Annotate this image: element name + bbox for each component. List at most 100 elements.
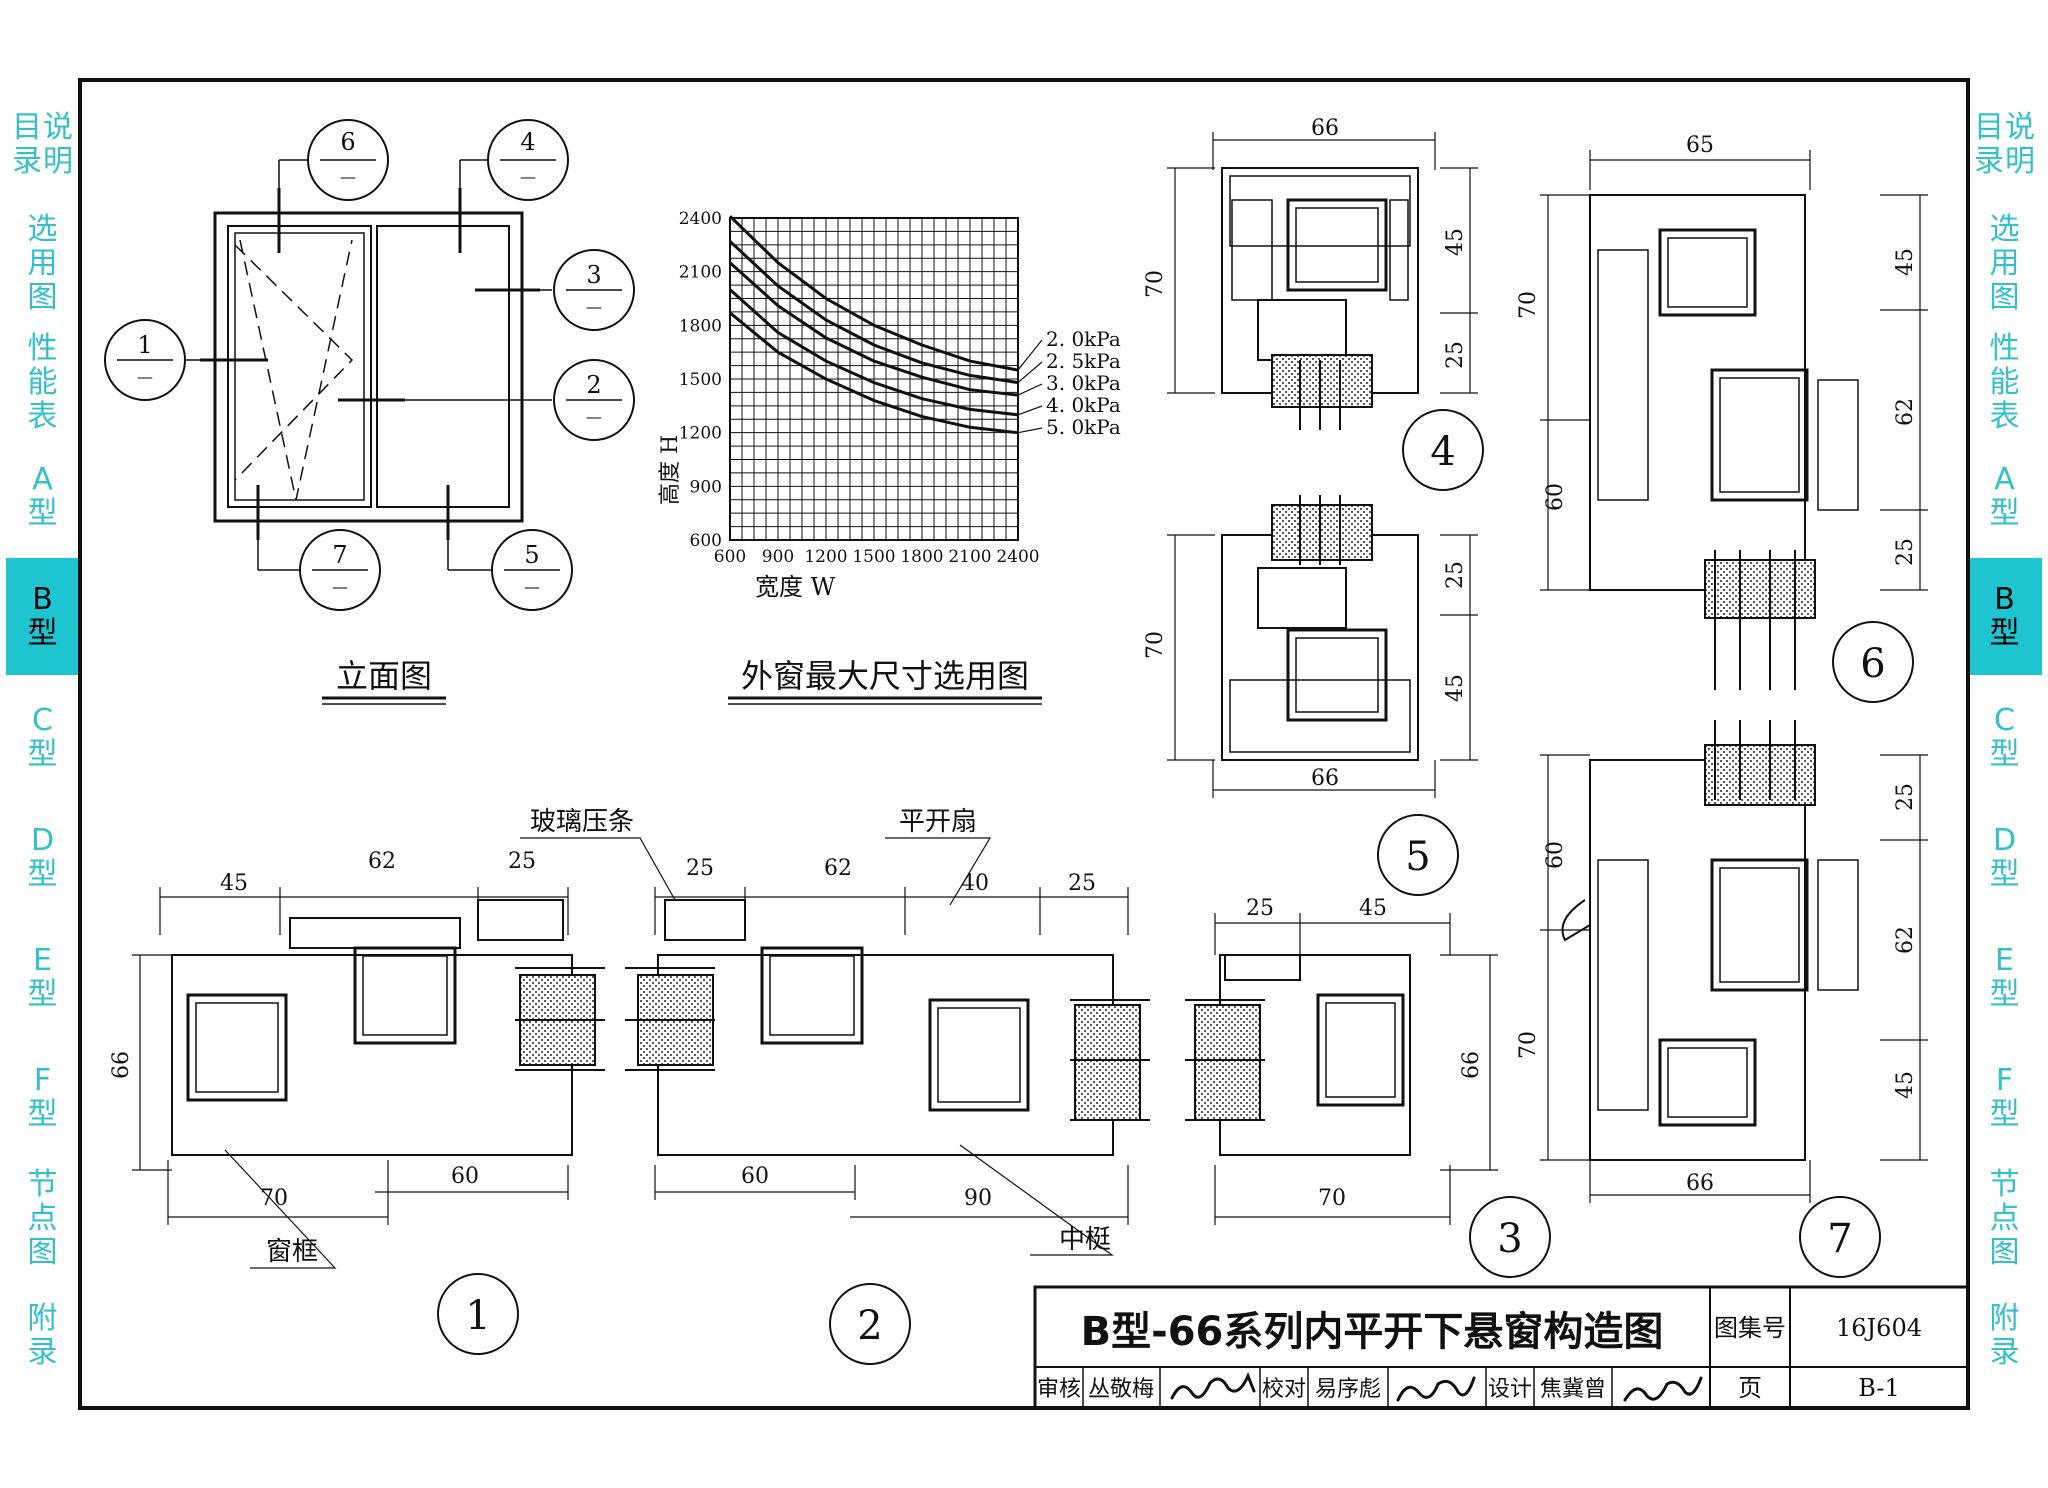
chart-xtick-2: 1200: [804, 547, 847, 567]
svg-text:易序彪: 易序彪: [1315, 1377, 1381, 1402]
chart-curve-3: [729, 288, 1019, 417]
atlas-label: 图集号: [1714, 1314, 1786, 1342]
label-window-frame: 窗框: [266, 1237, 318, 1267]
chart-xtick-0: 600: [714, 547, 746, 567]
label-mullion: 中梃: [1059, 1225, 1111, 1255]
svg-text:—: —: [524, 577, 540, 596]
right-nav-tab-0[interactable]: 目说录明: [1968, 92, 2042, 200]
svg-text:62: 62: [1893, 398, 1918, 426]
elev-marker-5: 5: [524, 541, 539, 569]
chart-legend-label-0: 2. 0kPa: [1046, 327, 1121, 351]
section-4-dimensions: [1167, 132, 1478, 394]
elev-marker-7: 7: [332, 541, 347, 569]
svg-text:25: 25: [1246, 896, 1274, 921]
chart-curve-leader-0: [1017, 339, 1043, 371]
svg-text:25: 25: [1443, 561, 1468, 589]
chart-curve-2: [728, 261, 1019, 397]
svg-text:45: 45: [1359, 896, 1387, 921]
svg-text:丛敬梅: 丛敬梅: [1088, 1377, 1154, 1402]
svg-text:40: 40: [961, 871, 989, 896]
atlas-value: 16J604: [1836, 1314, 1922, 1342]
svg-text:70: 70: [260, 1186, 288, 1211]
svg-text:65: 65: [1686, 133, 1714, 158]
chart-curve-4: [729, 311, 1019, 435]
chart-plot-area: [729, 217, 1019, 541]
svg-text:60: 60: [1543, 841, 1568, 869]
chart-ytick-3: 1500: [679, 370, 722, 390]
left-nav-tab-9[interactable]: 节点图: [6, 1160, 80, 1280]
svg-text:66: 66: [109, 1051, 134, 1079]
svg-text:—: —: [340, 167, 356, 186]
svg-text:62: 62: [1893, 926, 1918, 954]
elev-marker-1: 1: [137, 331, 152, 359]
elev-marker-4: 4: [520, 128, 535, 156]
svg-text:校对: 校对: [1262, 1377, 1306, 1402]
chart-legend-label-1: 2. 5kPa: [1046, 349, 1121, 373]
elev-marker-2: 2: [586, 371, 601, 399]
signatures: [1170, 1372, 1703, 1402]
section-number-2: 2: [857, 1303, 882, 1349]
right-nav-tab-10[interactable]: 附录: [1968, 1282, 2042, 1392]
svg-text:—: —: [137, 367, 153, 386]
chart-curve-leader-4: [1017, 427, 1043, 434]
svg-text:70: 70: [1143, 631, 1168, 659]
elevation-caption: 立面图: [336, 657, 432, 695]
section-5-drawing: [1221, 495, 1419, 761]
section-7-drawing: [1561, 720, 1859, 1161]
chart-ytick-4: 1200: [679, 424, 722, 444]
svg-text:25: 25: [508, 849, 536, 874]
section-6-drawing: [1589, 194, 1859, 690]
page-label: 页: [1738, 1374, 1762, 1402]
svg-text:25: 25: [1893, 783, 1918, 811]
svg-text:—: —: [586, 407, 602, 426]
svg-text:60: 60: [1543, 483, 1568, 511]
chart-xtick-3: 1500: [852, 547, 895, 567]
svg-text:设计: 设计: [1488, 1377, 1532, 1402]
svg-text:70: 70: [1516, 291, 1541, 319]
label-glass-bead: 玻璃压条: [530, 807, 634, 837]
chart-xtick-1: 900: [762, 547, 794, 567]
right-nav-tab-2[interactable]: 性能表: [1968, 330, 2042, 438]
left-nav-tab-10[interactable]: 附录: [6, 1282, 80, 1392]
elevation-callouts: [104, 119, 635, 611]
page-value: B-1: [1858, 1374, 1899, 1402]
elev-marker-6: 6: [340, 128, 355, 156]
svg-text:70: 70: [1516, 1031, 1541, 1059]
svg-text:25: 25: [686, 856, 714, 881]
sheet-border: [78, 78, 1970, 1410]
right-nav-tab-1[interactable]: 选用图: [1968, 204, 2042, 326]
left-nav-tab-0[interactable]: 目说录明: [6, 92, 80, 200]
svg-text:60: 60: [451, 1164, 479, 1189]
title-block: [1033, 1285, 1970, 1410]
svg-text:62: 62: [824, 856, 852, 881]
left-nav-tab-2[interactable]: 性能表: [6, 330, 80, 438]
drawing-title: B型-66系列内平开下悬窗构造图: [1081, 1309, 1664, 1355]
left-nav-tab-1[interactable]: 选用图: [6, 204, 80, 326]
right-nav-tab-9[interactable]: 节点图: [1968, 1160, 2042, 1280]
svg-text:66: 66: [1311, 766, 1339, 791]
svg-text:焦冀曾: 焦冀曾: [1540, 1377, 1606, 1402]
elevation-drawing: [166, 159, 552, 571]
chart-xtick-5: 2100: [948, 547, 991, 567]
section-number-3: 3: [1497, 1216, 1522, 1262]
section-number-1: 1: [465, 1293, 490, 1339]
section-number-4: 4: [1430, 429, 1455, 475]
chart-curve-1: [728, 240, 1019, 385]
chart-ytick-0: 2400: [679, 209, 722, 229]
svg-text:66: 66: [1459, 1051, 1484, 1079]
chart-legend-label-4: 5. 0kPa: [1046, 415, 1121, 439]
section-4-drawing: [1221, 167, 1419, 430]
